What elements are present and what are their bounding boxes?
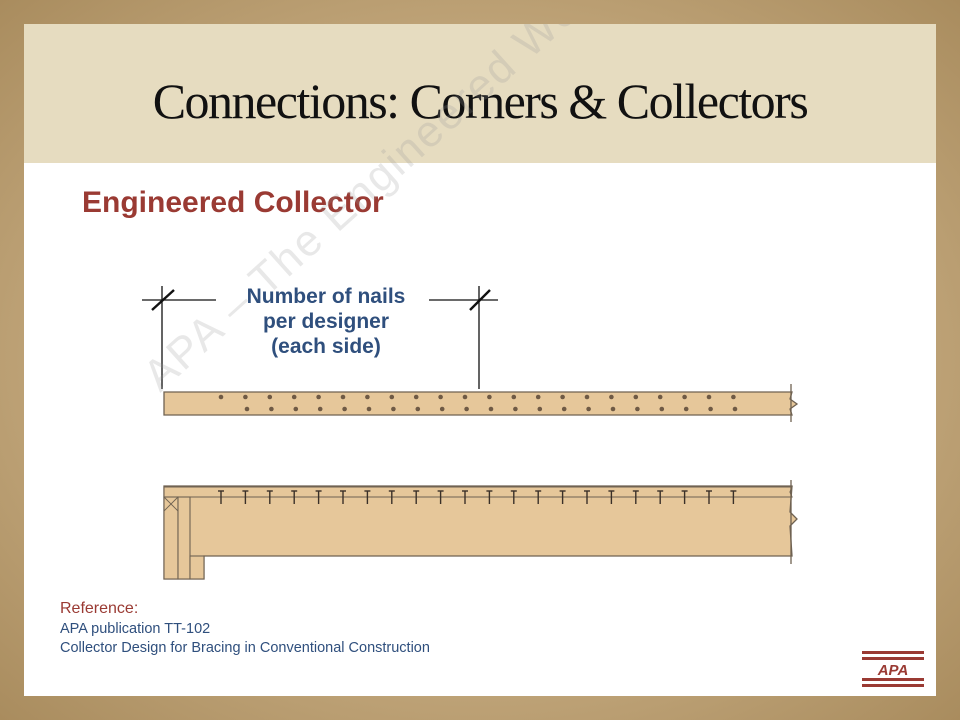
nail-dot xyxy=(365,394,370,400)
nail-dot xyxy=(291,394,297,400)
nail-dot xyxy=(439,406,445,412)
nail-dot xyxy=(438,394,443,400)
nail-dot xyxy=(682,394,687,400)
slide: Connections: Corners & Collectors Engine… xyxy=(24,24,936,696)
nail-dot xyxy=(657,394,663,400)
nail-dot xyxy=(635,406,640,412)
nail-dot xyxy=(462,394,468,400)
nail-dot xyxy=(342,406,347,412)
wall-elevation-view xyxy=(163,480,798,580)
reference-description: Collector Design for Bracing in Conventi… xyxy=(60,640,430,656)
annotation-line: Number of nails xyxy=(246,285,406,308)
nail-dot xyxy=(293,406,299,412)
nail-dot xyxy=(659,406,665,412)
dimension-marker xyxy=(142,286,498,389)
nail-dot xyxy=(537,406,543,412)
nail-dot xyxy=(389,394,395,400)
nail-dot xyxy=(633,394,639,400)
nail-dot xyxy=(706,394,712,400)
apa-logo: APA xyxy=(862,651,924,687)
nail-dot xyxy=(218,394,224,400)
annotation-line: per designer xyxy=(262,310,390,333)
collector-diagram xyxy=(142,286,799,580)
plate-plan-view xyxy=(163,384,799,422)
nail-dot xyxy=(683,406,689,412)
logo-text: APA xyxy=(877,662,909,679)
nail-dot xyxy=(244,406,250,412)
nail-dot xyxy=(561,406,567,412)
nail-dot xyxy=(391,406,396,412)
nail-dot xyxy=(610,406,616,412)
title-band: Connections: Corners & Collectors xyxy=(24,24,936,163)
annotation-line: (each side) xyxy=(271,335,381,358)
nail-dot xyxy=(511,394,517,400)
nail-dot xyxy=(584,394,590,400)
nail-dot xyxy=(317,406,323,412)
nail-dot xyxy=(464,406,469,412)
nail-dot xyxy=(586,406,591,412)
nail-dot xyxy=(609,394,614,400)
nail-dot xyxy=(415,406,421,412)
nail-dot xyxy=(535,394,541,400)
nail-dot xyxy=(340,394,346,400)
nail-dot xyxy=(243,394,248,400)
nail-dot xyxy=(513,406,518,412)
nail-dot xyxy=(269,406,274,412)
nail-dot xyxy=(366,406,372,412)
nail-ticks xyxy=(218,490,737,504)
slide-title: Connections: Corners & Collectors xyxy=(152,73,809,129)
nail-dot xyxy=(731,394,736,400)
nail-dot xyxy=(487,394,492,400)
nail-count-annotation: Number of nails per designer (each side) xyxy=(224,284,428,359)
reference-block: Reference: APA publication TT-102 Collec… xyxy=(60,600,430,658)
reference-heading: Reference: xyxy=(60,600,139,617)
nail-dot xyxy=(488,406,494,412)
reference-publication: APA publication TT-102 xyxy=(60,621,211,637)
nail-dot xyxy=(708,406,713,412)
nail-dot xyxy=(732,406,738,412)
nail-dots xyxy=(218,394,738,412)
nail-dot xyxy=(316,394,321,400)
nail-dot xyxy=(560,394,565,400)
slide-subtitle: Engineered Collector xyxy=(82,186,384,219)
nail-dot xyxy=(413,394,419,400)
nail-dot xyxy=(267,394,273,400)
